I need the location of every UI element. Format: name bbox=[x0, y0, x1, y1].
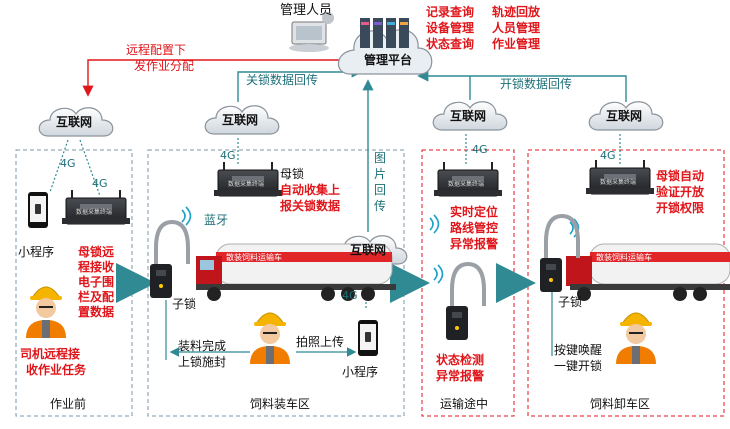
driver-text-1: 司机远程接 bbox=[20, 347, 81, 361]
mother-lock-text-before-3: 电子围 bbox=[78, 275, 115, 289]
image-return-2: 片 bbox=[374, 167, 387, 181]
mother-lock-device-transit bbox=[433, 161, 503, 197]
close-lock-arrow bbox=[237, 66, 363, 102]
image-return-4: 传 bbox=[374, 199, 387, 213]
mother-lock-text-loading-1: 自动收集上 bbox=[280, 183, 341, 197]
cloud-label-transit: 互联网 bbox=[450, 109, 487, 123]
section-transit-name: 运输途中 bbox=[440, 397, 489, 411]
remote-config-label-2: 发作业分配 bbox=[134, 59, 195, 73]
transit-status-2: 异常报警 bbox=[436, 369, 485, 383]
unload-mother-text-2: 验证开放 bbox=[656, 185, 705, 199]
4g-label-mid: 4G bbox=[342, 289, 358, 302]
section-unloading-name: 饲料卸车区 bbox=[590, 397, 651, 411]
device-panel-text-before: 数据采集终端 bbox=[76, 209, 113, 216]
mother-lock-label-loading: 母锁 bbox=[280, 167, 305, 181]
signal-wave-transit bbox=[429, 214, 440, 234]
func-device: 设备管理 bbox=[426, 21, 475, 35]
4g-label-unloading: 4G bbox=[600, 149, 616, 162]
unload-mother-text-3: 开锁权限 bbox=[656, 201, 705, 215]
miniprogram-label-loading: 小程序 bbox=[342, 365, 379, 379]
platform-label: 管理平台 bbox=[364, 53, 413, 67]
func-status: 状态查询 bbox=[426, 37, 475, 51]
loading-worker-icon bbox=[249, 312, 291, 365]
signal-wave-transit-2 bbox=[433, 264, 444, 284]
section-loading-name: 饲料装车区 bbox=[250, 397, 311, 411]
mother-lock-text-before-2: 程接收 bbox=[78, 260, 115, 274]
remote-config-label-1: 远程配置下 bbox=[126, 43, 187, 57]
platform-cloud-icon bbox=[337, 18, 433, 75]
func-record: 记录查询 bbox=[426, 5, 475, 19]
admin-computer-icon bbox=[289, 12, 334, 52]
driver-worker-icon bbox=[25, 286, 67, 339]
cloud-label-loading: 互联网 bbox=[222, 113, 259, 127]
4g-label-before-2: 4G bbox=[92, 177, 108, 190]
device-panel-text-transit: 数据采集终端 bbox=[448, 181, 485, 188]
cloud-label-unloading: 互联网 bbox=[606, 109, 643, 123]
unload-worker-text-2: 一键开锁 bbox=[554, 359, 603, 373]
section-before-name: 作业前 bbox=[50, 397, 87, 411]
cloud-label-mid: 互联网 bbox=[350, 243, 387, 257]
mother-lock-device-before bbox=[61, 189, 131, 225]
phone-icon-loading bbox=[358, 320, 378, 356]
func-job: 作业管理 bbox=[492, 37, 541, 51]
mother-lock-device-loading bbox=[213, 161, 283, 197]
image-return-1: 图 bbox=[374, 151, 387, 165]
mother-lock-text-before-4: 栏及配 bbox=[78, 290, 115, 304]
image-return-3: 回 bbox=[374, 183, 387, 197]
mother-lock-text-before-5: 置数据 bbox=[78, 305, 115, 319]
truck-body-text-unloading: 散装饲料运输车 bbox=[596, 253, 652, 262]
open-lock-arrow bbox=[417, 70, 627, 102]
miniprogram-label-before: 小程序 bbox=[18, 245, 55, 259]
phone-icon-before bbox=[28, 192, 48, 228]
bluetooth-wave-icon bbox=[181, 206, 192, 226]
mother-lock-text-loading-2: 报关锁数据 bbox=[280, 199, 341, 213]
open-lock-return-label: 开锁数据回传 bbox=[500, 77, 573, 91]
admin-label: 管理人员 bbox=[280, 3, 333, 18]
close-lock-return-label: 关锁数据回传 bbox=[246, 73, 319, 87]
transit-status-1: 状态检测 bbox=[436, 353, 485, 367]
bluetooth-label: 蓝牙 bbox=[204, 213, 229, 227]
4g-label-before-1: 4G bbox=[60, 157, 76, 170]
func-track: 轨迹回放 bbox=[492, 5, 541, 19]
truck-loading-icon bbox=[196, 243, 396, 301]
4g-label-loading: 4G bbox=[220, 149, 236, 162]
photo-upload-label: 拍照上传 bbox=[296, 335, 345, 349]
func-staff: 人员管理 bbox=[492, 21, 541, 35]
cloud-label-before: 互联网 bbox=[56, 115, 93, 129]
child-lock-label-loading: 子锁 bbox=[172, 297, 197, 311]
remote-config-arrow bbox=[82, 59, 346, 97]
4g-label-transit: 4G bbox=[472, 143, 488, 156]
mother-lock-device-unloading bbox=[585, 159, 655, 195]
driver-text-2: 收作业任务 bbox=[26, 363, 87, 377]
transit-feature-1: 实时定位 bbox=[450, 205, 499, 219]
unload-worker-text-1: 按键唤醒 bbox=[554, 343, 603, 357]
transit-feature-2: 路线管控 bbox=[450, 221, 499, 235]
loading-worker-text-2: 上锁施封 bbox=[178, 355, 227, 369]
child-lock-label-unloading: 子锁 bbox=[558, 295, 583, 309]
child-lock-icon-transit bbox=[444, 262, 486, 342]
device-panel-text-unloading: 数据采集终端 bbox=[600, 179, 637, 186]
device-panel-text-loading: 数据采集终端 bbox=[228, 181, 265, 188]
child-lock-icon-loading bbox=[148, 220, 190, 300]
loading-worker-text-1: 装料完成 bbox=[178, 339, 227, 353]
unloading-worker-icon bbox=[615, 312, 657, 365]
unload-mother-text-1: 母锁自动 bbox=[656, 169, 705, 183]
mother-lock-text-before-1: 母锁远 bbox=[78, 245, 115, 259]
transit-feature-3: 异常报警 bbox=[450, 237, 499, 251]
truck-body-text-loading: 散装饲料运输车 bbox=[226, 253, 282, 262]
truck-unloading-icon bbox=[566, 243, 730, 301]
